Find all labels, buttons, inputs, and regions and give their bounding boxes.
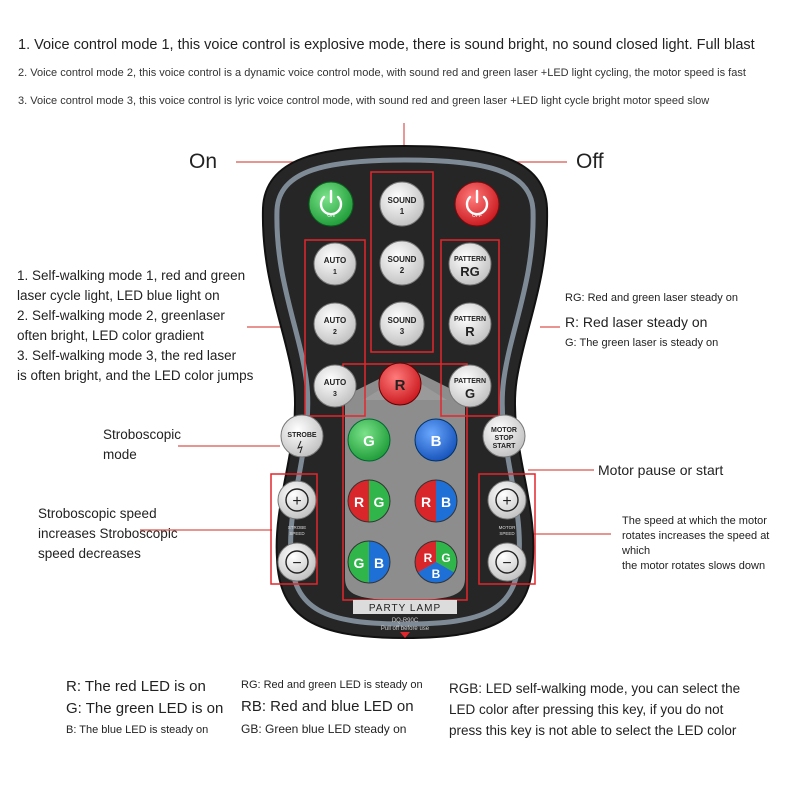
lightning-icon [297, 440, 303, 454]
voice-mode-1-note: 1. Voice control mode 1, this voice cont… [18, 37, 755, 53]
pattern-g-note: G: The green laser is steady on [565, 337, 719, 349]
svg-text:R: R [465, 324, 475, 339]
voice-mode-2-note: 2. Voice control mode 2, this voice cont… [18, 67, 746, 79]
svg-text:START: START [493, 443, 517, 450]
motor-speed-up-button[interactable]: + [487, 480, 527, 520]
svg-text:+: + [292, 493, 301, 510]
strobe-mode-note: Stroboscopic mode [103, 427, 182, 462]
pattern-r-button[interactable]: PATTERN R [448, 302, 492, 346]
svg-text:PATTERN: PATTERN [454, 256, 486, 263]
svg-text:PATTERN: PATTERN [454, 316, 486, 323]
svg-text:−: − [502, 555, 511, 572]
svg-text:2: 2 [400, 266, 405, 275]
svg-text:G: G [363, 433, 375, 450]
svg-text:RG: RG [460, 264, 480, 279]
svg-text:MOTOR: MOTOR [491, 427, 517, 434]
strobe-speed-note: Stroboscopic speed increases Stroboscopi… [38, 506, 178, 561]
svg-text:G: G [374, 494, 385, 510]
svg-text:−: − [292, 555, 301, 572]
power-off-button[interactable]: OFF [454, 181, 500, 227]
svg-text:STOP: STOP [495, 435, 514, 442]
pull-note: Pull off before use [381, 626, 430, 632]
svg-text:3: 3 [333, 391, 337, 398]
self-walk-notes: 1. Self-walking mode 1, red and green la… [17, 268, 254, 383]
svg-text:B: B [432, 567, 441, 581]
svg-text:PATTERN: PATTERN [454, 378, 486, 385]
pattern-g-button[interactable]: PATTERN G [448, 364, 492, 408]
svg-text:R: R [424, 551, 433, 565]
svg-text:R: R [395, 377, 406, 394]
led-g-button[interactable]: G [347, 418, 391, 462]
motor-stop-start-button[interactable]: MOTOR STOP START [482, 414, 526, 458]
strobe-speed-down-button[interactable]: − [277, 542, 317, 582]
svg-text:2: 2 [333, 329, 337, 336]
led-right-notes: RGB: LED self-walking mode, you can sele… [449, 681, 741, 738]
off-label: Off [576, 150, 604, 173]
svg-text:AUTO: AUTO [324, 256, 347, 265]
svg-text:1: 1 [400, 207, 405, 216]
led-rb-button[interactable]: R B [414, 479, 458, 523]
pattern-r-note: R: Red laser steady on [565, 314, 708, 330]
sound-3-button[interactable]: SOUND 3 [379, 301, 425, 347]
svg-text:AUTO: AUTO [324, 378, 347, 387]
auto-1-button[interactable]: AUTO 1 [313, 242, 357, 286]
svg-text:AUTO: AUTO [324, 316, 347, 325]
auto-3-button[interactable]: AUTO 3 [313, 364, 357, 408]
led-mid-notes: RG: Red and green LED is steady on RB: R… [241, 679, 423, 736]
power-on-button[interactable]: ON [308, 181, 354, 227]
svg-text:B: B [441, 494, 451, 510]
sound-1-button[interactable]: SOUND 1 [379, 181, 425, 227]
svg-text:3: 3 [400, 327, 405, 336]
svg-text:1: 1 [333, 269, 337, 276]
led-r-button[interactable]: R [378, 362, 422, 406]
led-b-button[interactable]: B [414, 418, 458, 462]
svg-text:G: G [441, 551, 450, 565]
svg-text:SOUND: SOUND [388, 316, 417, 325]
svg-text:R: R [354, 494, 364, 510]
motor-speed-note: The speed at which the motor rotates inc… [622, 515, 770, 572]
strobe-button[interactable]: STROBE [280, 414, 324, 458]
svg-text:SOUND: SOUND [388, 196, 417, 205]
svg-text:R: R [421, 494, 431, 510]
remote-control: ON OFF SOUND 1 SOUND 2 SOUND 3 AUTO 1 AU… [261, 144, 549, 640]
svg-text:OFF: OFF [472, 213, 482, 219]
led-rgb-button[interactable]: R G B [414, 540, 458, 584]
pattern-rg-note: RG: Red and green laser steady on [565, 292, 739, 304]
svg-text:G: G [354, 555, 365, 571]
svg-text:B: B [374, 555, 384, 571]
led-rg-button[interactable]: R G [347, 479, 391, 523]
motor-speed-down-button[interactable]: − [487, 542, 527, 582]
brand-label: PARTY LAMP [369, 603, 441, 614]
motor-speed-label-1: MOTOR [499, 525, 516, 530]
motor-speed-label-2: SPEED [499, 531, 515, 536]
svg-text:G: G [465, 386, 475, 401]
svg-text:STROBE: STROBE [287, 432, 317, 439]
model-label: DQ-R90C [392, 618, 419, 624]
strobe-speed-label-2: SPEED [289, 531, 305, 536]
arrow-down-icon [400, 632, 410, 638]
strobe-speed-up-button[interactable]: + [277, 480, 317, 520]
auto-2-button[interactable]: AUTO 2 [313, 302, 357, 346]
motor-pause-note: Motor pause or start [598, 462, 724, 478]
strobe-speed-label-1: STROBE [288, 525, 307, 530]
led-gb-button[interactable]: G B [347, 540, 391, 584]
svg-text:ON: ON [327, 213, 335, 219]
svg-text:B: B [431, 433, 442, 450]
voice-mode-3-note: 3. Voice control mode 3, this voice cont… [18, 95, 710, 107]
svg-text:SOUND: SOUND [388, 255, 417, 264]
on-label: On [189, 150, 218, 173]
pattern-rg-button[interactable]: PATTERN RG [448, 242, 492, 286]
svg-text:+: + [502, 493, 511, 510]
sound-2-button[interactable]: SOUND 2 [379, 240, 425, 286]
led-left-notes: R: The red LED is on G: The green LED is… [66, 678, 224, 736]
